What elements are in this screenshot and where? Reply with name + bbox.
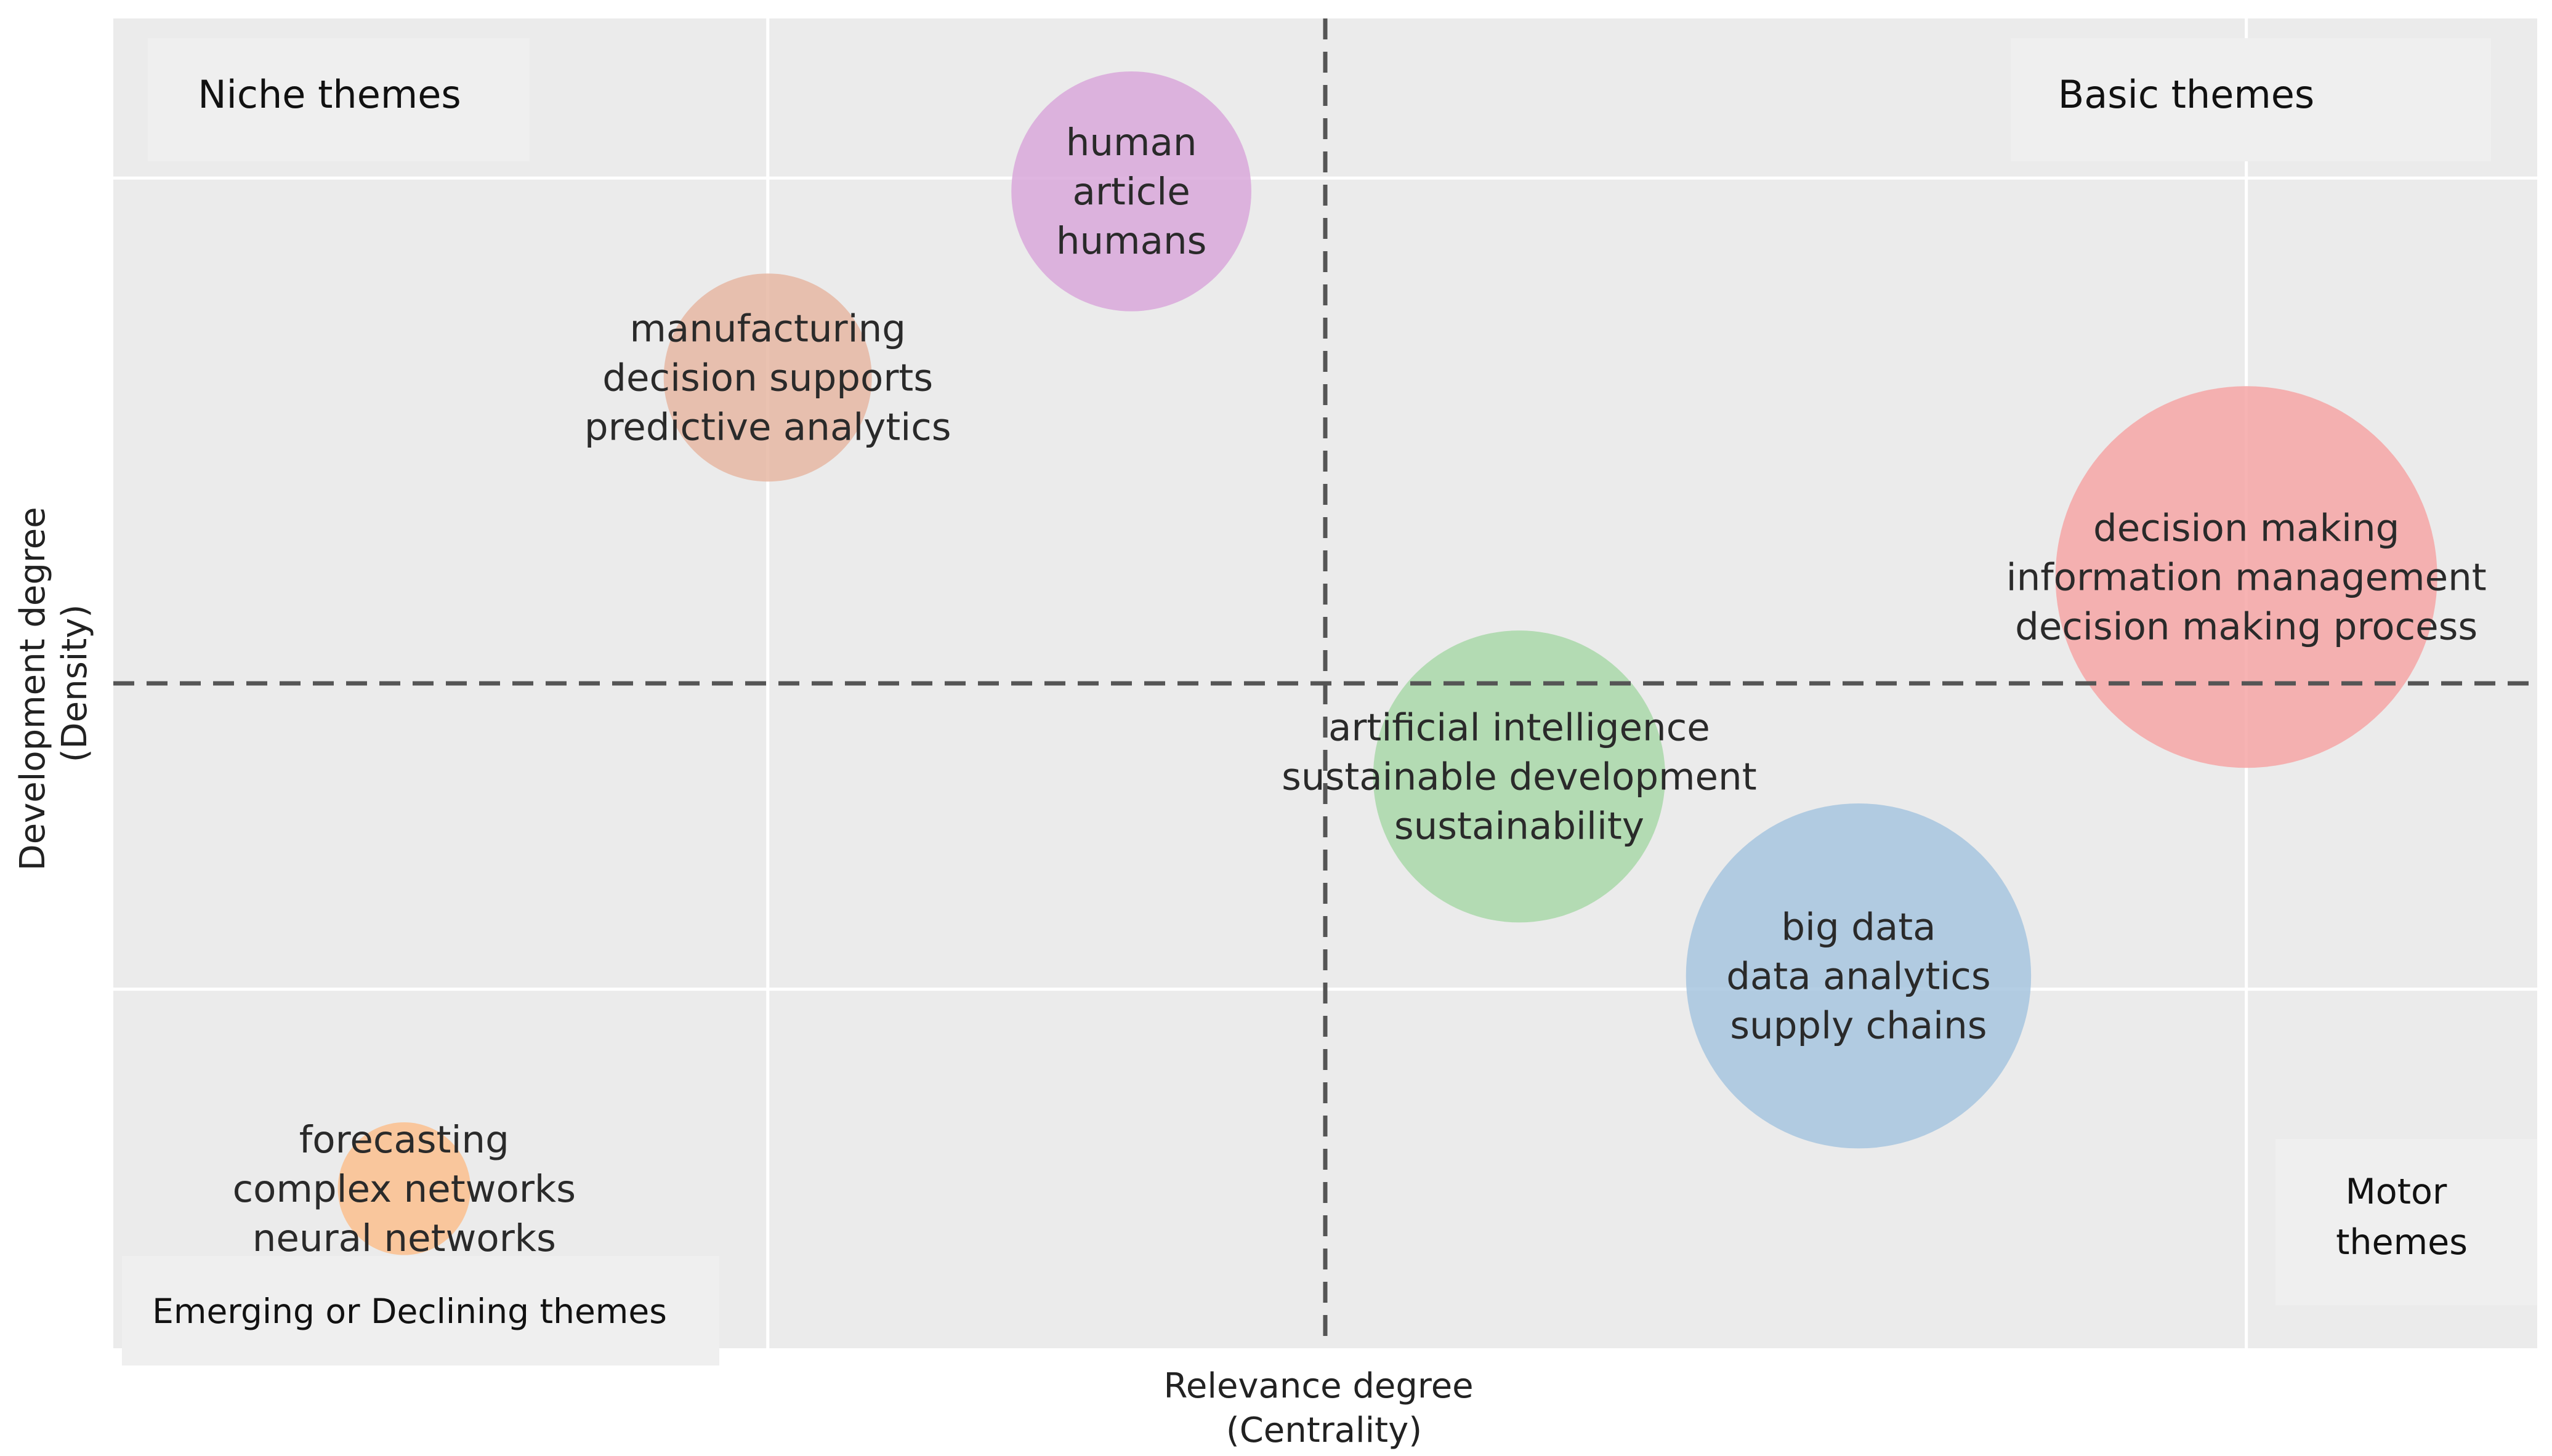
reference-lines xyxy=(113,18,2537,1348)
y-axis-label: Development degree (Density) xyxy=(13,496,95,871)
quadrant-label-motor-themes: Motor themes xyxy=(2336,1172,2468,1263)
bubble xyxy=(663,273,872,482)
bubble-label: manufacturing xyxy=(629,307,906,351)
quadrant-label-basic-themes: Basic themes xyxy=(2058,72,2314,117)
quadrant-label-emerging-or-declining-themes: Emerging or Declining themes xyxy=(152,1292,667,1331)
bubble-label: forecasting xyxy=(299,1118,509,1162)
bubble-group: manufacturing decision supports predictive… xyxy=(584,273,951,482)
bubble-label: sustainable development xyxy=(1282,755,1757,799)
bubble xyxy=(2055,386,2437,768)
quadrant-label-motor-themes-line-1: Motor xyxy=(2346,1172,2447,1212)
bubble-label: information management xyxy=(2006,556,2487,600)
bubble-label: decision supports xyxy=(602,356,933,400)
bubble-label: decision making xyxy=(2093,507,2399,550)
bubble-label: complex networks xyxy=(233,1167,576,1211)
bubble-label: data analytics xyxy=(1726,955,1990,999)
bubble-label: predictive analytics xyxy=(584,406,951,449)
bubble-label: sustainability xyxy=(1394,805,1644,848)
bubble-layer: human article humans manufacturing decision … xyxy=(233,71,2487,1260)
quadrant-label-box-top-right xyxy=(2011,38,2491,161)
bubble xyxy=(1373,630,1666,923)
x-axis-label-line-1: Relevance degree xyxy=(1164,1366,1474,1406)
x-axis-label: Relevance degree (Centrality) xyxy=(1164,1366,1485,1450)
bubble xyxy=(1011,71,1251,312)
bubble-group: forecasting complex networks neural networ… xyxy=(233,1118,576,1260)
bubble-label: big data xyxy=(1781,906,1936,949)
quadrant-label-box-top-left xyxy=(148,38,530,161)
quadrant-label-box-bottom-left xyxy=(122,1256,719,1366)
x-axis-label-line-2: (Centrality) xyxy=(1226,1410,1422,1450)
bubble xyxy=(1686,803,2032,1149)
bubble-group: artificial intelligence sustainable devel… xyxy=(1282,630,1757,923)
bubble-label: humans xyxy=(1056,219,1207,263)
y-axis-label-line-1: Development degree xyxy=(13,507,53,871)
quadrant-label-niche-themes: Niche themes xyxy=(198,72,461,117)
bubble-label: human xyxy=(1066,121,1197,164)
y-axis-label-line-2: (Density) xyxy=(55,605,95,763)
bubble-label: article xyxy=(1072,170,1190,214)
bubble-group: human article humans xyxy=(1011,71,1251,312)
bubble-label: artificial intelligence xyxy=(1328,706,1710,750)
bubble-label: decision making process xyxy=(2015,605,2477,649)
bubble-group: decision making information management dec… xyxy=(2006,386,2487,768)
bubble-group: big data data analytics supply chains xyxy=(1686,803,2032,1149)
quadrant-label-motor-themes-line-2: themes xyxy=(2336,1222,2468,1263)
bubble-label: supply chains xyxy=(1730,1004,1987,1048)
bubble xyxy=(337,1122,471,1255)
quadrant-label-box-bottom-right xyxy=(2275,1139,2537,1305)
bubble-label: neural networks xyxy=(252,1217,556,1260)
